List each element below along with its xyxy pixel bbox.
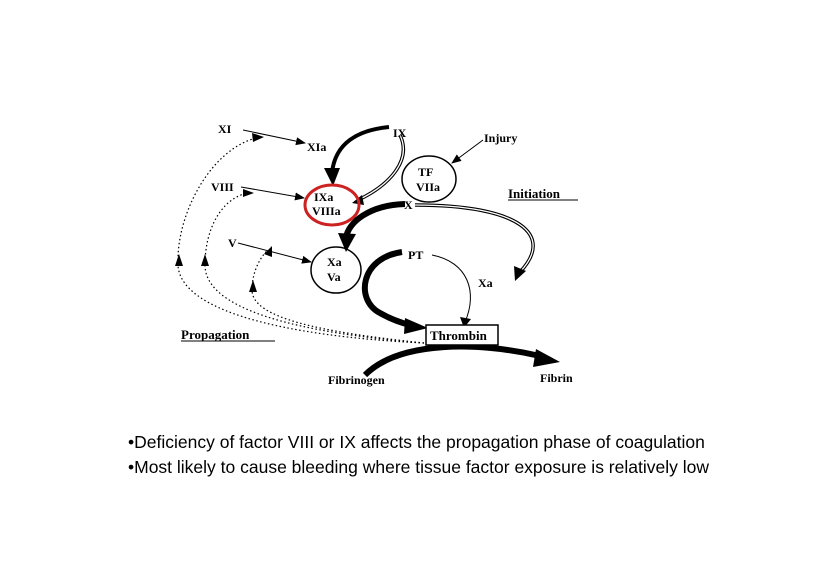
fibrinogen-to-fibrin-arrow — [362, 343, 541, 378]
label-thrombin: Thrombin — [430, 328, 488, 343]
coagulation-cascade-diagram: XI XIa IX Injury TF VIIa VIII IXa VIIIa … — [175, 122, 578, 387]
x-to-xa-double-arrow — [414, 203, 535, 274]
label-fibrinogen: Fibrinogen — [328, 373, 385, 387]
prothrombinase-arrow — [361, 249, 411, 328]
label-injury: Injury — [484, 131, 517, 145]
viii-to-viiia-arrow — [240, 186, 305, 201]
label-xa: Xa — [478, 276, 493, 290]
thrombin-feedback-v-dotted — [251, 249, 425, 344]
thrombin-feedback-viii-dotted — [204, 192, 425, 344]
label-viii: VIII — [211, 180, 234, 194]
xia-catalysis-arrow — [330, 125, 390, 174]
label-initiation: Initiation — [508, 186, 561, 201]
bullet-item: •Deficiency of factor VIII or IX affects… — [128, 432, 705, 452]
label-xia: XIa — [307, 140, 326, 154]
pt-to-thrombin-arrow — [431, 254, 471, 323]
xi-to-xia-arrow — [242, 129, 306, 146]
label-xi: XI — [218, 122, 232, 136]
ixa-viiia-circle-highlight — [303, 183, 361, 227]
injury-to-tf-arrow — [451, 139, 484, 164]
label-ixa: IXa — [314, 190, 333, 204]
label-xa-complex: Xa — [327, 255, 342, 269]
bullet-list: •Deficiency of factor VIII or IX affects… — [128, 430, 768, 479]
ixa-viiia-catalysis-arrow — [343, 201, 406, 239]
label-pt: PT — [408, 248, 423, 262]
thrombin-feedback-xi-dotted — [177, 137, 425, 344]
label-viiia: VIIIa — [312, 204, 341, 218]
label-viia: VIIa — [416, 180, 440, 194]
ix-to-ixa-double-arrow — [357, 134, 406, 202]
label-tf: TF — [418, 165, 433, 179]
label-v: V — [228, 236, 237, 250]
label-propagation: Propagation — [181, 327, 250, 342]
label-x: X — [404, 198, 413, 212]
xa-va-circle — [310, 246, 362, 294]
label-ix: IX — [393, 126, 407, 140]
thrombin-box — [425, 324, 499, 346]
bullet-item: •Most likely to cause bleeding where tis… — [128, 456, 709, 477]
xia-catalysis-arrowhead — [324, 168, 340, 186]
label-fibrin: Fibrin — [540, 371, 573, 385]
v-to-va-arrow — [237, 242, 312, 264]
tf-viia-circle — [401, 155, 457, 203]
label-va: Va — [327, 270, 341, 284]
